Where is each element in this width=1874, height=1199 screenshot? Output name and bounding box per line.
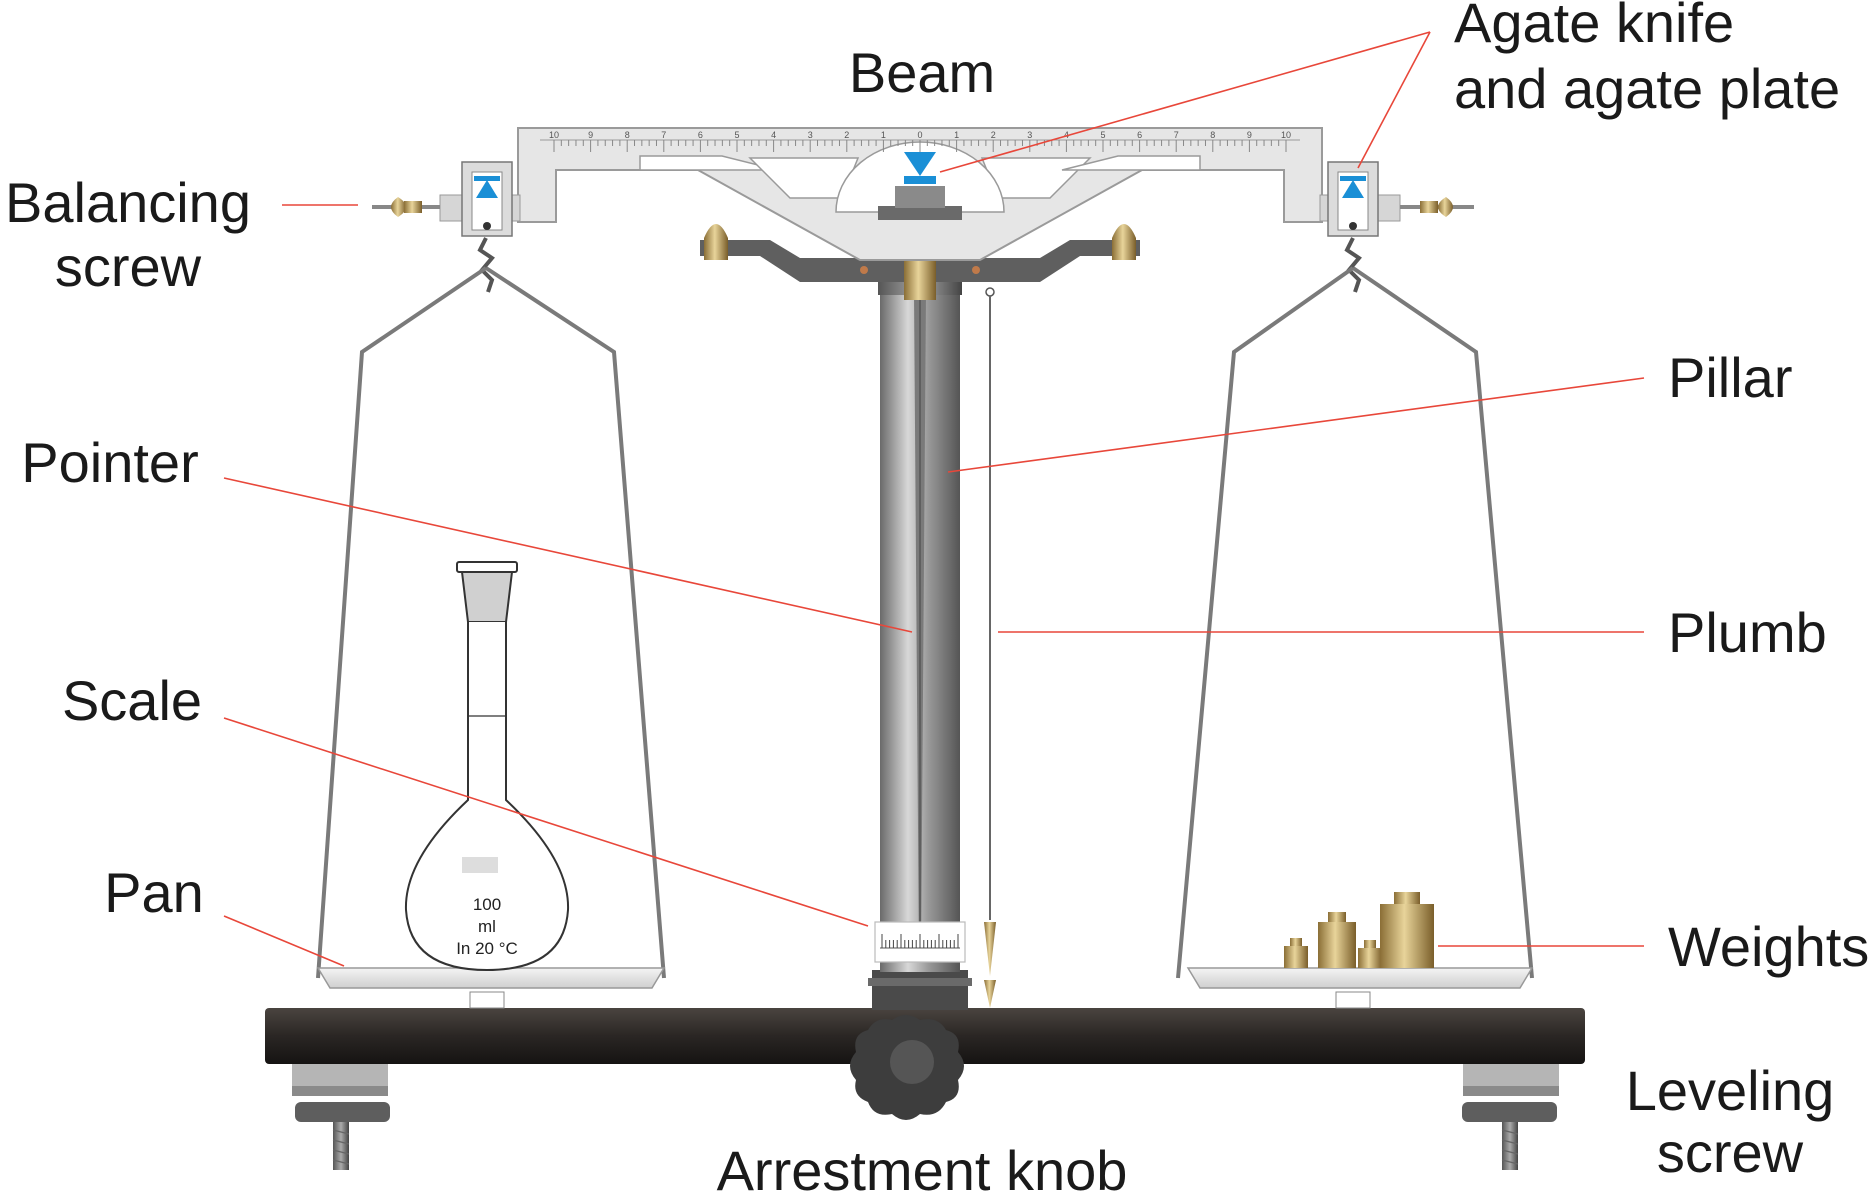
beam-scale-label: 9	[588, 130, 593, 140]
beam-scale-label: 6	[1137, 130, 1142, 140]
beam-scale-label: 6	[698, 130, 703, 140]
leveling-screw-right[interactable]	[1462, 1064, 1559, 1170]
labels: Beam Agate knife and agate plate Balanci…	[5, 0, 1869, 1199]
label-arrestment-knob: Arrestment knob	[717, 1139, 1128, 1194]
label-leveling-line1: Leveling	[1626, 1059, 1835, 1122]
beam-scale-label: 8	[1210, 130, 1215, 140]
label-agate-line1: Agate knife	[1454, 0, 1734, 54]
beam-scale-label: 2	[844, 130, 849, 140]
label-agate-line2: and agate plate	[1454, 57, 1840, 120]
leader-agate-center	[939, 31, 1431, 173]
leader-scale	[223, 717, 869, 927]
label-beam: Beam	[849, 41, 995, 104]
beam-scale-label: 4	[771, 130, 776, 140]
weights	[1284, 892, 1434, 968]
leader-lines	[223, 31, 1645, 967]
balancing-screw-right[interactable]	[1400, 197, 1474, 217]
label-balancing-line2: screw	[55, 235, 202, 298]
label-pillar: Pillar	[1668, 346, 1792, 409]
beam-scale-label: 5	[734, 130, 739, 140]
balancing-screw-left[interactable]	[372, 197, 440, 217]
pan-hanger-left	[316, 237, 666, 979]
label-balancing-line1: Balancing	[5, 171, 251, 234]
label-scale: Scale	[62, 669, 202, 732]
leader-pillar	[947, 377, 1645, 473]
leader-pointer	[223, 477, 913, 633]
pan-right	[1186, 967, 1534, 1009]
volumetric-flask: 100 ml In 20 °C	[404, 561, 570, 972]
plumb	[984, 287, 996, 1008]
leveling-screw-left[interactable]	[292, 1064, 390, 1170]
label-pointer: Pointer	[21, 431, 198, 494]
beam-scale-label: 3	[1027, 130, 1032, 140]
label-weights: Weights	[1668, 915, 1869, 978]
label-leveling-line2: screw	[1657, 1121, 1804, 1184]
beam-scale-label: 0	[917, 130, 922, 140]
beam-scale-label: 8	[625, 130, 630, 140]
pointer	[914, 292, 926, 960]
beam-scale-label: 9	[1247, 130, 1252, 140]
pan-hanger-right	[1176, 237, 1534, 979]
leader-pan	[223, 915, 345, 967]
beam-scale-label: 1	[954, 130, 959, 140]
beam-scale-label: 5	[1100, 130, 1105, 140]
flask-calibration: In 20 °C	[456, 939, 518, 958]
beam-scale-label: 2	[991, 130, 996, 140]
beam-scale-label: 7	[1174, 130, 1179, 140]
beam-scale-label: 4	[1064, 130, 1069, 140]
agate-knife-right	[1327, 161, 1379, 237]
pan-left	[316, 967, 666, 1009]
beam-scale-label: 7	[661, 130, 666, 140]
leader-agate-right	[1357, 31, 1431, 169]
agate-knife-center	[878, 152, 962, 220]
pointer-scale	[874, 921, 966, 963]
flask-unit: ml	[478, 917, 496, 936]
flask-volume: 100	[473, 895, 501, 914]
label-plumb: Plumb	[1668, 601, 1827, 664]
label-pan: Pan	[104, 861, 204, 924]
beam-scale-label: 3	[808, 130, 813, 140]
beam-scale-label: 10	[1281, 130, 1291, 140]
arrestment-knob[interactable]	[850, 1015, 964, 1120]
beam-scale-label: 10	[549, 130, 559, 140]
beam-scale-label: 1	[881, 130, 886, 140]
agate-knife-left	[461, 161, 513, 237]
